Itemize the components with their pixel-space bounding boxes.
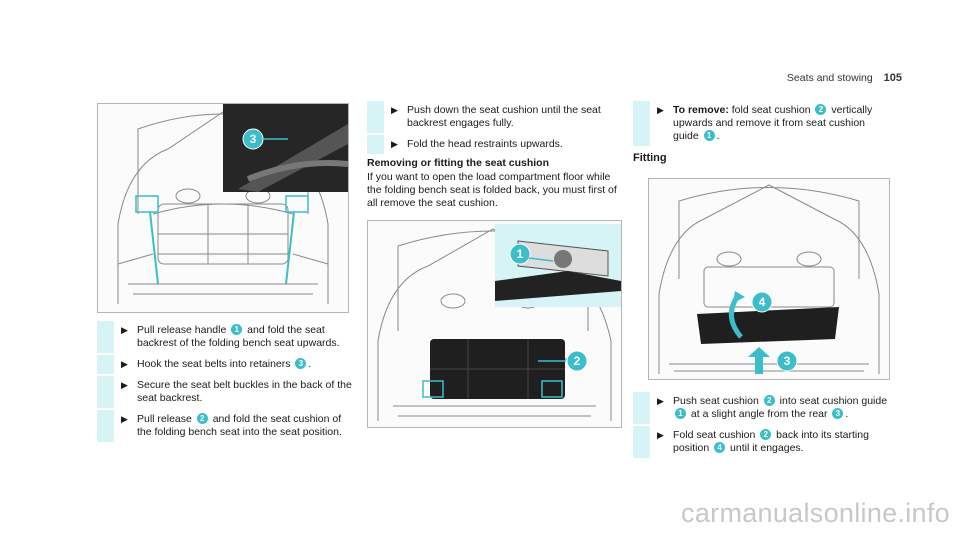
removing-section: Removing or fitting the seat cushion If … xyxy=(367,157,617,210)
callout-2: 2 xyxy=(196,413,208,424)
col1-steps: ▶ Pull release handle 1 and fold the sea… xyxy=(97,321,357,447)
callout-3: 3 xyxy=(784,354,791,368)
section-paragraph: If you want to open the load compartment… xyxy=(367,171,617,209)
step-push-cushion: ▶ Push seat cushion 2 into seat cushion … xyxy=(633,392,893,424)
figure-seat-cushion-removal: 2 1 xyxy=(367,220,622,428)
figure-seat-cushion-fitting: 4 3 xyxy=(648,178,890,380)
step-1: ▶ Pull release handle 1 and fold the sea… xyxy=(97,321,357,353)
arrow-icon: ▶ xyxy=(121,414,128,424)
step-3: ▶ Secure the seat belt buckles in the ba… xyxy=(97,376,357,408)
arrow-icon: ▶ xyxy=(657,396,664,406)
figure-seat-belt-retainers: 3 xyxy=(97,103,349,313)
callout-3: 3 xyxy=(832,408,844,419)
arrow-icon: ▶ xyxy=(391,105,398,115)
callout-1: 1 xyxy=(231,324,243,335)
section-heading: Removing or fitting the seat cushion xyxy=(367,157,550,169)
watermark: carmanualsonline.info xyxy=(681,498,950,528)
section-title: Seats and stowing xyxy=(786,72,873,84)
callout-2: 2 xyxy=(574,354,581,368)
arrow-icon: ▶ xyxy=(121,380,128,390)
callout-4: 4 xyxy=(759,295,766,309)
callout-1: 1 xyxy=(675,408,686,419)
car-rear-illustration: 3 xyxy=(117,104,348,304)
callout-2: 2 xyxy=(760,429,772,440)
callout-1: 1 xyxy=(517,247,524,261)
callout-4: 4 xyxy=(714,442,726,453)
arrow-icon: ▶ xyxy=(657,430,664,440)
callout-3: 3 xyxy=(295,358,307,369)
step-4: ▶ Pull release 2 and fold the seat cushi… xyxy=(97,410,357,442)
col3-remove: ▶ To remove: fold seat cushion 2 vertica… xyxy=(633,101,888,151)
step-head-restraints: ▶ Fold the head restraints upwards. xyxy=(367,135,622,154)
fitting-heading: Fitting xyxy=(633,152,667,164)
callout-3: 3 xyxy=(250,132,257,146)
callout-2: 2 xyxy=(763,395,775,406)
arrow-icon: ▶ xyxy=(121,325,128,335)
col2-steps: ▶ Push down the seat cushion until the s… xyxy=(367,101,622,159)
arrow-icon: ▶ xyxy=(121,359,128,369)
step-fold-cushion: ▶ Fold seat cushion 2 back into its star… xyxy=(633,426,893,458)
step-push-down: ▶ Push down the seat cushion until the s… xyxy=(367,101,622,133)
callout-1: 1 xyxy=(703,130,715,141)
step-remove: ▶ To remove: fold seat cushion 2 vertica… xyxy=(633,101,888,146)
car-rear-illustration-2: 2 1 xyxy=(377,224,621,421)
arrow-icon: ▶ xyxy=(391,139,398,149)
col3-steps: ▶ Push seat cushion 2 into seat cushion … xyxy=(633,392,893,463)
page-header: Seats and stowing 105 xyxy=(787,72,902,84)
car-rear-illustration-3: 4 3 xyxy=(658,184,880,374)
page-number: 105 xyxy=(883,72,902,84)
arrow-icon: ▶ xyxy=(657,105,664,115)
callout-2: 2 xyxy=(815,104,827,115)
step-2: ▶ Hook the seat belts into retainers 3. xyxy=(97,355,357,374)
